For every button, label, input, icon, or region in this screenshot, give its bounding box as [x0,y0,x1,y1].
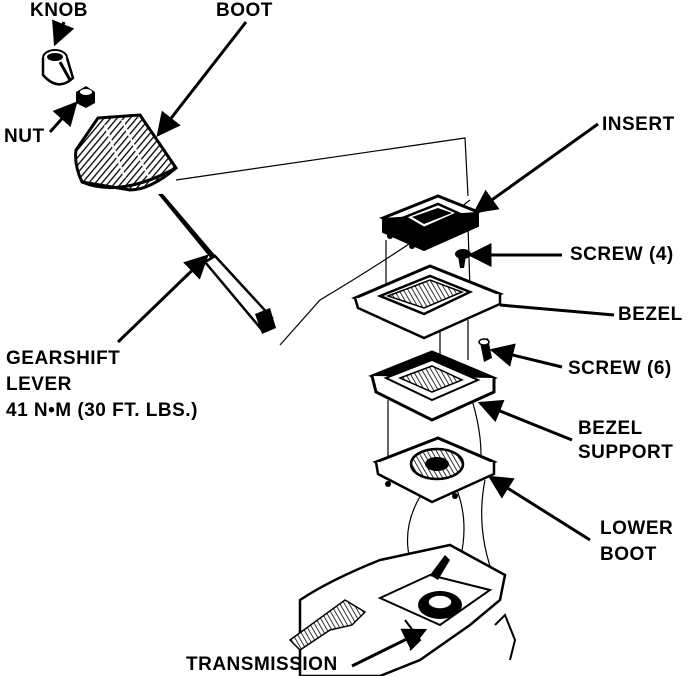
screw-4-part [455,249,471,268]
lower-boot-label-line2: BOOT [600,544,657,565]
bezel-support-label-line1: BEZEL [578,418,643,439]
bezel-part [351,264,504,340]
lower-boot-leader [487,475,591,542]
nut-leader [48,101,78,134]
gearshift-label-line2: LEVER [6,374,72,395]
insert-leader [473,122,599,214]
insert-label: INSERT [602,114,675,135]
screw-4-label: SCREW (4) [570,244,674,265]
lower-boot-part [372,436,498,504]
screw-6-part [478,338,492,362]
bezel-leader [499,303,615,317]
screw-6-leader [489,343,563,369]
screw-6-label: SCREW (6) [568,358,672,379]
knob-label: KNOB [30,0,88,21]
bezel-label: BEZEL [618,304,683,325]
leader-arrows [48,19,615,668]
bezel-support-part [368,350,498,422]
transmission-part [288,543,517,676]
boot-leader [156,21,248,137]
lower-boot-label-line1: LOWER [600,518,674,539]
insert-part [379,194,482,252]
nut-label: NUT [4,126,45,147]
bezel-support-label-line2: SUPPORT [578,442,674,463]
boot-part [74,113,178,192]
gearshift-torque-label: 41 N•M (30 FT. LBS.) [6,400,198,421]
gearshift-leader [116,254,209,344]
gearshift-lever-part [158,194,276,334]
boot-label: BOOT [216,0,273,21]
knob-leader [52,19,75,47]
transmission-leader [351,628,428,668]
knob-part [41,49,75,86]
bezel-support-leader [477,399,573,442]
nut-part [76,86,95,108]
transmission-label: TRANSMISSION [186,654,338,675]
gearshift-label-line1: GEARSHIFT [6,348,121,369]
